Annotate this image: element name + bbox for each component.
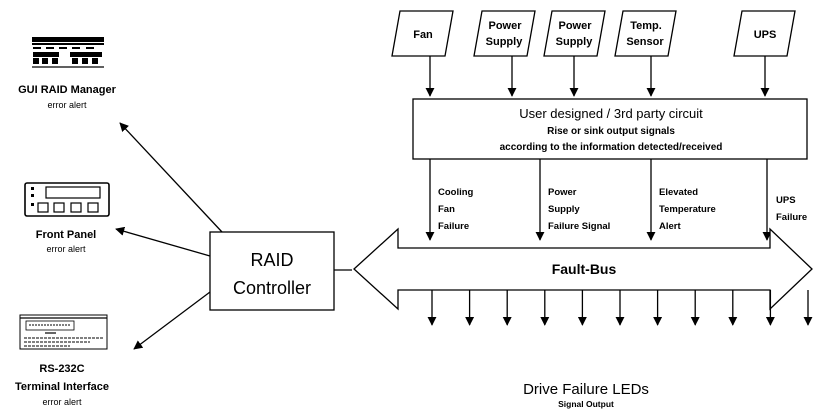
raid-controller-line1: RAID bbox=[250, 250, 293, 270]
front-panel-thumbnail bbox=[24, 182, 110, 217]
fault-bus: Fault-Bus bbox=[353, 227, 813, 311]
panel-subtitle: error alert bbox=[46, 244, 86, 254]
sensor-ups: UPS bbox=[733, 10, 796, 57]
terminal-title1: RS-232C bbox=[39, 363, 84, 375]
fault-bus-label: Fault-Bus bbox=[552, 261, 617, 277]
signal-lines bbox=[425, 159, 772, 241]
circuit-line2: Rise or sink output signals bbox=[547, 126, 675, 137]
signal-power-line2: Supply bbox=[548, 204, 580, 215]
led-arrows bbox=[427, 290, 813, 326]
signal-ups-line1: UPS bbox=[776, 195, 796, 206]
sensor-fan-label: Fan bbox=[413, 29, 433, 41]
sensor-power-supply-1: Power Supply bbox=[473, 10, 536, 57]
gui-subtitle: error alert bbox=[47, 100, 87, 110]
alert-arrows bbox=[115, 122, 223, 350]
sensor-power-supply-1-label-line1: Power bbox=[488, 20, 522, 32]
signal-ups-line2: Failure bbox=[776, 212, 807, 223]
gui-title: GUI RAID Manager bbox=[18, 84, 117, 96]
signal-power-line1: Power bbox=[548, 187, 577, 198]
sensor-power-supply-2: Power Supply bbox=[543, 10, 606, 57]
signal-cooling-line3: Failure bbox=[438, 221, 469, 232]
sensor-temp-label-line1: Temp. bbox=[630, 20, 662, 32]
sensor-fan: Fan bbox=[391, 10, 454, 57]
terminal-title2: Terminal Interface bbox=[15, 381, 109, 393]
leds-title: Drive Failure LEDs bbox=[523, 381, 649, 398]
signal-temp-line3: Alert bbox=[659, 221, 681, 232]
signal-temp-line1: Elevated bbox=[659, 187, 698, 198]
raid-controller-line2: Controller bbox=[233, 278, 311, 298]
signal-power-line3: Failure Signal bbox=[548, 221, 610, 232]
arrow-to-gui bbox=[119, 122, 223, 233]
signal-cooling-line1: Cooling bbox=[438, 187, 474, 198]
panel-title: Front Panel bbox=[36, 229, 97, 241]
signal-labels: Cooling Fan Failure Power Supply Failure… bbox=[438, 187, 807, 232]
signal-cooling-line2: Fan bbox=[438, 204, 455, 215]
signal-temp-line2: Temperature bbox=[659, 204, 716, 215]
circuit-title: User designed / 3rd party circuit bbox=[519, 106, 703, 121]
arrow-to-panel bbox=[115, 226, 211, 257]
sensor-power-supply-2-label-line2: Supply bbox=[556, 36, 594, 48]
sensor-power-supply-1-label-line2: Supply bbox=[486, 36, 524, 48]
circuit-line3: according to the information detected/re… bbox=[500, 142, 723, 153]
sensor-ups-label: UPS bbox=[754, 29, 777, 41]
raid-controller: RAID Controller bbox=[209, 231, 335, 311]
gui-raid-manager-thumbnail bbox=[32, 37, 104, 68]
sensor-arrows bbox=[425, 56, 770, 97]
sensor-temp-label-line2: Sensor bbox=[626, 36, 664, 48]
sensor-power-supply-2-label-line1: Power bbox=[558, 20, 592, 32]
terminal-subtitle: error alert bbox=[42, 397, 82, 407]
arrow-to-terminal bbox=[133, 291, 211, 350]
circuit-box: User designed / 3rd party circuit Rise o… bbox=[412, 98, 808, 160]
sensor-temp: Temp. Sensor bbox=[614, 10, 677, 57]
terminal-thumbnail bbox=[19, 314, 108, 350]
leds-subtitle: Signal Output bbox=[558, 399, 614, 409]
